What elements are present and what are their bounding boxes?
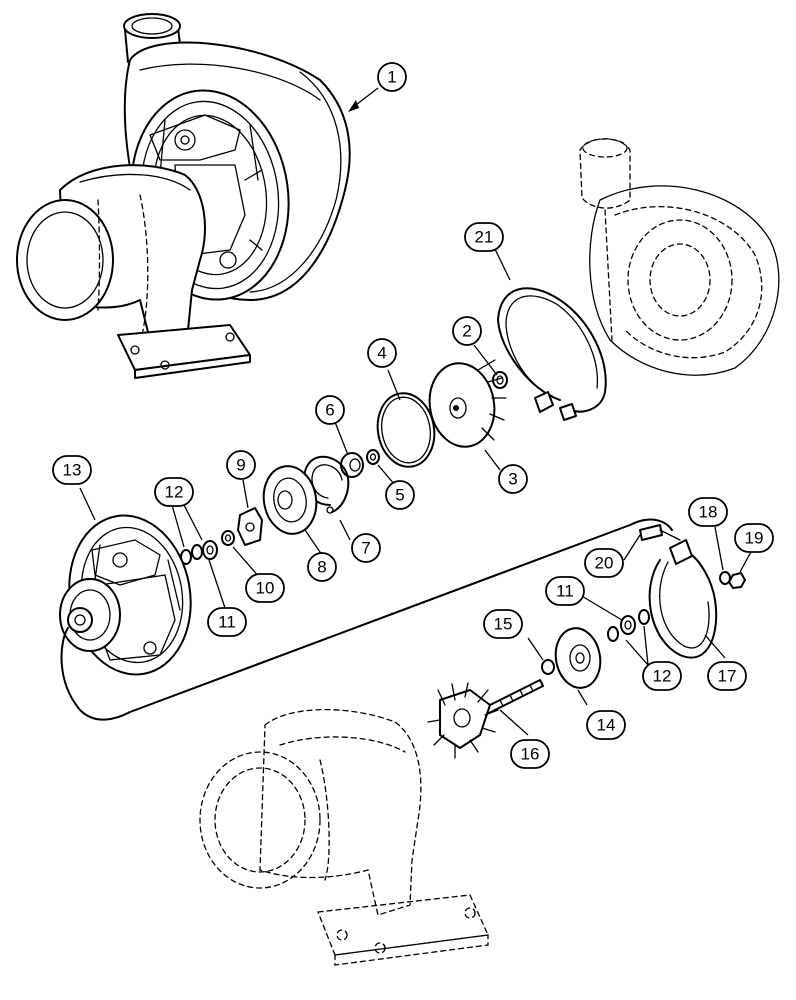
callout-label: 14 — [597, 716, 616, 735]
callout-10: 10 — [245, 573, 285, 603]
callout-label: 3 — [508, 470, 517, 489]
callout-2: 2 — [452, 316, 482, 346]
callout-8: 8 — [307, 552, 337, 582]
insert — [262, 465, 318, 535]
callout-label: 16 — [521, 745, 540, 764]
compressor-housing-phantom — [579, 138, 780, 376]
callout-label: 4 — [377, 344, 386, 363]
callout-16: 16 — [510, 739, 550, 769]
callout-15: 15 — [483, 609, 523, 639]
callout-11-left: 11 — [207, 607, 247, 637]
callout-17: 17 — [707, 661, 747, 691]
callout-label: 18 — [699, 503, 718, 522]
thrust-collar — [221, 530, 235, 546]
snap-ring-large — [497, 287, 607, 421]
callout-20: 20 — [584, 548, 624, 578]
callout-label: 7 — [361, 539, 370, 558]
callout-14: 14 — [586, 710, 626, 740]
callout-label: 5 — [395, 486, 404, 505]
journal-bearing-left — [202, 540, 218, 560]
callout-12-right: 12 — [642, 661, 682, 691]
callout-5: 5 — [385, 480, 415, 510]
shaft-axis-outline — [60, 518, 673, 721]
washer-small — [366, 449, 380, 465]
washer-clamp — [719, 571, 731, 585]
callout-label: 10 — [256, 579, 275, 598]
thrust-bearing — [237, 507, 263, 546]
callout-4: 4 — [367, 338, 397, 368]
callout-label: 20 — [595, 554, 614, 573]
callout-label: 12 — [165, 483, 184, 502]
callout-label: 11 — [218, 613, 236, 632]
callout-label: 1 — [387, 68, 396, 87]
callout-label: 15 — [494, 615, 513, 634]
callout-label: 17 — [718, 667, 737, 686]
callout-label: 2 — [462, 322, 471, 341]
thrust-spacer — [340, 452, 364, 478]
journal-bearing-right — [620, 615, 636, 635]
callout-13: 13 — [52, 455, 92, 485]
callout-6: 6 — [315, 395, 345, 425]
callout-label: 6 — [325, 401, 334, 420]
retaining-ring-right-a — [607, 626, 619, 642]
leader-lines — [79, 87, 753, 736]
callout-19: 19 — [734, 523, 774, 553]
callout-label: 11 — [556, 582, 574, 601]
v-band-clamp — [648, 539, 718, 659]
callout-label: 8 — [317, 558, 326, 577]
callout-18: 18 — [688, 497, 728, 527]
o-ring — [376, 392, 436, 468]
callout-7: 7 — [351, 533, 381, 563]
callout-label: 19 — [745, 529, 764, 548]
retaining-ring-right-b — [638, 609, 650, 625]
callout-label: 21 — [475, 228, 494, 247]
callout-3: 3 — [498, 464, 528, 494]
heat-shield — [554, 627, 602, 689]
shaft-and-turbine-wheel — [427, 679, 544, 759]
callout-label: 13 — [63, 461, 82, 480]
center-housing — [59, 514, 192, 676]
bolt — [639, 524, 681, 541]
nut-clamp — [728, 572, 746, 589]
compressor-wheel — [428, 359, 507, 448]
turbine-housing-phantom — [199, 708, 489, 966]
callout-12-left: 12 — [154, 477, 194, 507]
callout-21: 21 — [464, 222, 504, 252]
callout-11-right: 11 — [545, 576, 585, 606]
callout-label: 12 — [653, 667, 672, 686]
retaining-ring-left-a — [191, 544, 203, 560]
callout-label: 9 — [236, 456, 245, 475]
callout-9: 9 — [226, 450, 256, 480]
piston-ring — [541, 659, 555, 675]
turbocharger-assembly — [16, 13, 351, 379]
callout-1: 1 — [377, 62, 407, 92]
